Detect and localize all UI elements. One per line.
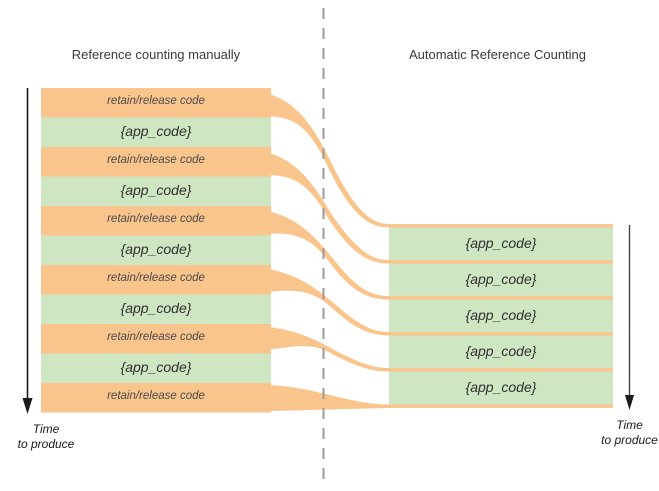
time-left-line1: Time xyxy=(32,422,60,436)
left-band-app-4 xyxy=(41,294,271,324)
right-block-app-5 xyxy=(389,371,613,405)
left-band-app-1 xyxy=(41,117,271,147)
right-block-app-4 xyxy=(389,335,613,368)
time-arrow-right-head xyxy=(625,395,634,410)
right-block-app-2 xyxy=(389,263,613,296)
left-band-retain-6 xyxy=(41,383,271,413)
left-band-retain-5 xyxy=(41,324,271,354)
time-left-line2: to produce xyxy=(17,437,75,451)
left-band-retain-2 xyxy=(41,147,271,177)
left-band-retain-4 xyxy=(41,265,271,295)
time-right-line2: to produce xyxy=(601,433,658,447)
heading-automatic-reference-counting: Automatic Reference Counting xyxy=(408,47,587,62)
right-block-app-3 xyxy=(389,299,613,332)
left-band-retain-3 xyxy=(41,206,271,236)
heading-reference-counting-manually: Reference counting manually xyxy=(71,47,241,62)
time-to-produce-label-right: Time to produce xyxy=(600,418,659,448)
left-band-app-3 xyxy=(41,235,271,265)
time-arrow-left-head xyxy=(22,398,33,414)
right-block-app-1 xyxy=(389,227,613,260)
left-band-app-2 xyxy=(41,176,271,206)
left-band-retain-1 xyxy=(41,88,271,118)
left-band-app-5 xyxy=(41,353,271,383)
flow-ribbon-6 xyxy=(215,383,613,413)
time-to-produce-label-left: Time to produce xyxy=(0,422,92,452)
time-right-line1: Time xyxy=(616,418,643,432)
